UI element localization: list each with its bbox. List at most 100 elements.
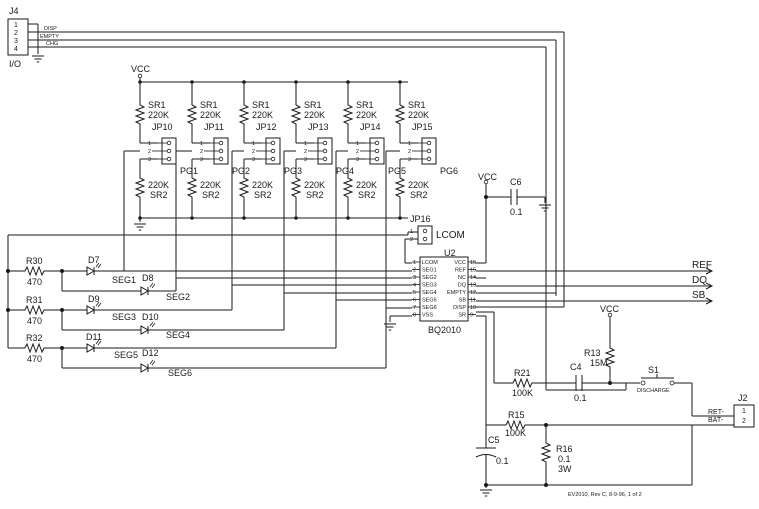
sr1-value: 220K — [200, 110, 221, 120]
u2-pin-number-right: 10 — [470, 305, 476, 311]
resistor-sr1 — [187, 101, 197, 128]
u2-pin-number-right: 15 — [470, 268, 476, 274]
u2-pin-number-right: 9 — [470, 313, 473, 319]
u2-pin-name-left: SEG6 — [422, 305, 437, 311]
ground-symbol — [538, 204, 552, 212]
jumper-pin-3: 3 — [408, 157, 411, 163]
u2-pin-name-right: DQ — [458, 283, 467, 289]
u2-pin-name-right: SB — [459, 298, 467, 304]
led-d8 — [135, 282, 156, 296]
sr1-ref: SR1 — [408, 100, 426, 110]
seg2-label: SEG2 — [166, 292, 190, 302]
jumper-pin-2: 2 — [148, 149, 151, 155]
c4-value: 0.1 — [574, 393, 587, 403]
u2-pin-number-right: 12 — [470, 290, 476, 296]
resistor-sr1 — [343, 101, 353, 128]
seg4-label: SEG4 — [166, 330, 190, 340]
sr2-value: 220K — [148, 180, 169, 190]
u2-pin-name-left: LCOM — [422, 260, 438, 266]
r32-ref: R32 — [26, 333, 43, 343]
u2-pin-number-left: 1 — [413, 260, 416, 266]
resistor-sr2 — [343, 174, 353, 201]
j4-pin-3: 3 — [14, 38, 18, 45]
sr1-ref: SR1 — [200, 100, 218, 110]
jumper-ref: JP11 — [204, 122, 224, 132]
discharge-label: DISCHARGE — [637, 388, 670, 394]
signal-disp-label: DISP — [44, 26, 57, 32]
seg5-label: SEG5 — [114, 350, 138, 360]
r15-value: 100K — [505, 428, 526, 438]
sr2-ref: SR2 — [150, 190, 168, 200]
vcc-top-label: VCC — [131, 64, 151, 74]
sr2-ref: SR2 — [410, 190, 428, 200]
u2-pin-number-right: 14 — [470, 275, 476, 281]
sr1-value: 220K — [148, 110, 169, 120]
sr2-value: 220K — [252, 180, 273, 190]
u2-pin-name-right: DISP — [453, 305, 466, 311]
jumper-header-3pin — [151, 137, 177, 165]
segment-channel-group: SR1220KJP10PG1220KSR2123SR1220KJP11PG222… — [135, 80, 458, 220]
c4-ref: C4 — [570, 362, 582, 372]
u2-part-number: BQ2010 — [428, 325, 461, 335]
resistor-sr1 — [291, 101, 301, 128]
sr1-ref: SR1 — [148, 100, 166, 110]
u2-pin-name-left: SEG4 — [422, 290, 437, 296]
u2-pin-name-left: SEG3 — [422, 283, 437, 289]
s1-ref: S1 — [648, 365, 659, 375]
c6-ref: C6 — [510, 177, 522, 187]
resistor-sr2 — [135, 174, 145, 201]
j4-ref: J4 — [9, 6, 19, 16]
signal-empty-label: EMPTY — [40, 34, 59, 40]
signal-chg-label: CHG — [46, 41, 58, 47]
jumper-pin-1: 1 — [356, 141, 359, 147]
r21-ref: R21 — [514, 368, 531, 378]
r13-ref: R13 — [584, 348, 601, 358]
jumper-pin-2: 2 — [356, 149, 359, 155]
sr1-ref: SR1 — [304, 100, 322, 110]
sr2-ref: SR2 — [254, 190, 272, 200]
c6-value: 0.1 — [510, 207, 523, 217]
j2-ref: J2 — [738, 393, 748, 403]
jumper-header-3pin — [307, 137, 333, 165]
pg-label: PG5 — [388, 166, 406, 176]
jumper-pin-1: 1 — [148, 141, 151, 147]
u2-pin-name-left: VSS — [422, 313, 433, 319]
jumper-pin-3: 3 — [148, 157, 151, 163]
u2-pin-number-left: 6 — [413, 298, 416, 304]
jumper-header-3pin — [255, 137, 281, 165]
net-sb-label: SB — [692, 290, 706, 301]
segment-driver-labels: R30 470 R31 470 R32 470 D7 SEG1 D8 SEG2 … — [26, 255, 192, 378]
u2-pin-name-right: EMPTY — [447, 290, 466, 296]
d11-ref: D11 — [86, 332, 102, 342]
r16-ref: R16 — [556, 444, 573, 454]
jumper-ref: JP10 — [152, 122, 173, 132]
u2-pin-name-left: SEG2 — [422, 275, 437, 281]
u2-pin-name-right: REF — [455, 268, 467, 274]
d12-ref: D12 — [142, 348, 159, 358]
sr2-ref: SR2 — [358, 190, 376, 200]
j4-io-connector: J4 1 2 3 4 I/O DISP EMPTY CHG — [7, 6, 59, 69]
u2-pin-number-left: 5 — [413, 290, 416, 296]
jp16-pin-2: 2 — [410, 237, 413, 243]
jumper-header-3pin — [359, 137, 385, 165]
resistor-sr2 — [187, 174, 197, 201]
j4-pin-2: 2 — [14, 30, 18, 37]
pg-label: PG1 — [180, 166, 198, 176]
sr1-ref: SR1 — [252, 100, 270, 110]
net-dq-label: DQ — [692, 275, 707, 286]
resistor-sr1 — [395, 101, 405, 128]
r16-value: 0.1 — [558, 454, 571, 464]
u2-pin-name-left: SEG5 — [422, 298, 437, 304]
r31-value: 470 — [27, 316, 42, 326]
jumper-header-3pin — [411, 137, 437, 165]
sr2-value: 220K — [200, 180, 221, 190]
ground-symbol — [133, 223, 147, 231]
led-d12 — [135, 359, 156, 373]
j4-io-label: I/O — [9, 59, 21, 69]
